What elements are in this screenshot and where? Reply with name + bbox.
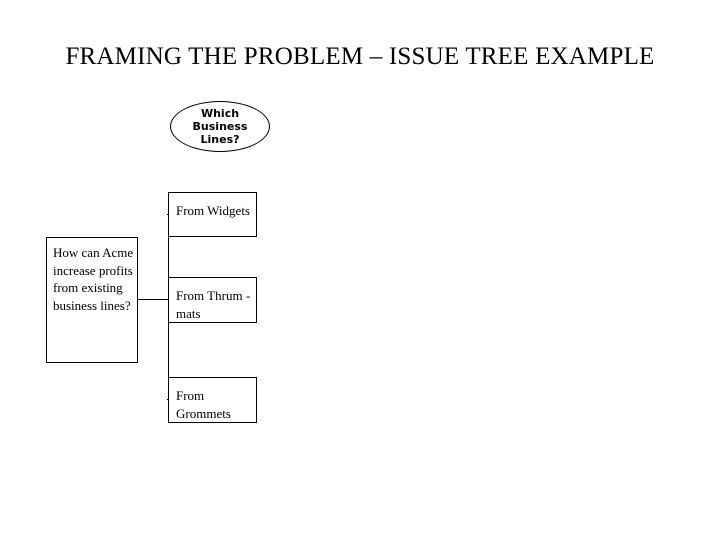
connector-spine-to-grommets <box>167 399 169 401</box>
branch-node-box-grommets[interactable]: From Grommets <box>168 377 257 423</box>
question-node-box[interactable]: How can Acme increase profits from exist… <box>46 237 138 363</box>
connector-spine-to-thrum-mats <box>167 299 169 301</box>
branch-node-label-thrum-mats: From Thrum -mats <box>176 288 251 321</box>
connector-spine-to-widgets <box>167 214 169 216</box>
root-label-line-1: Which <box>200 107 240 120</box>
branch-node-box-widgets[interactable]: From Widgets <box>168 192 257 237</box>
branch-node-label-grommets: From Grommets <box>176 388 231 421</box>
branch-node-label-widgets: From Widgets <box>176 203 250 218</box>
branch-node-box-thrum-mats[interactable]: From Thrum -mats <box>168 277 257 323</box>
connector-question-to-spine <box>138 299 169 301</box>
page-title: FRAMING THE PROBLEM – ISSUE TREE EXAMPLE <box>65 43 655 70</box>
root-label-line-2: Business <box>192 120 248 133</box>
question-node-label: How can Acme increase profits from exist… <box>53 245 134 313</box>
connector-vertical-spine <box>167 214 169 400</box>
root-label-line-3: Lines? <box>200 133 240 146</box>
